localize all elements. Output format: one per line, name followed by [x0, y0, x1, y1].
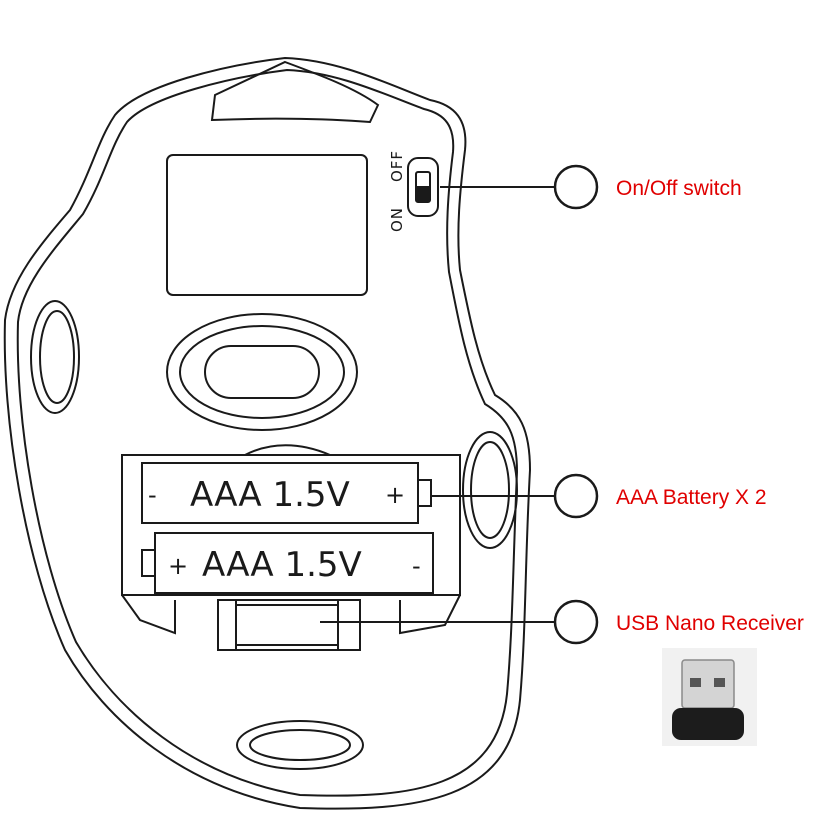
switch-on-label: ON [388, 207, 406, 232]
usb-receiver-slot [217, 599, 361, 651]
usb-receiver-body [672, 708, 744, 740]
power-switch-knob-fill [416, 186, 430, 202]
usb-receiver-plug [681, 659, 735, 709]
usb-receiver-image [662, 648, 757, 746]
optical-sensor-lens [204, 345, 320, 399]
compartment-lower-right [399, 594, 461, 635]
battery-1-label: AAA 1.5V [190, 475, 350, 515]
mouse-outline [3, 56, 532, 810]
usb-plug-hole-left [690, 678, 701, 687]
compartment-lower-left [121, 594, 176, 635]
left-side-pad [30, 300, 80, 414]
switch-off-label: OFF [388, 150, 406, 182]
callout-label-receiver: USB Nano Receiver [616, 612, 804, 635]
bottom-glide-pad-inner [249, 729, 351, 761]
left-side-pad-inner [39, 310, 75, 404]
callout-label-battery: AAA Battery X 2 [616, 486, 767, 509]
battery-2-label: AAA 1.5V [202, 545, 362, 585]
battery-compartment [121, 454, 461, 596]
callout-circle-battery [553, 473, 599, 519]
optical-sensor-middle [179, 325, 345, 419]
battery-1-right-sign: + [385, 481, 405, 509]
battery-2-right-sign: - [412, 552, 421, 580]
callout-circle-switch [553, 164, 599, 210]
usb-plug-hole-right [714, 678, 725, 687]
callout-label-switch: On/Off switch [616, 177, 742, 200]
battery-2-left-sign: + [168, 552, 188, 580]
right-side-pad-inner [470, 441, 510, 539]
optical-sensor-outer [166, 313, 358, 431]
mouse-inner-outline [16, 68, 519, 797]
sensor-window [166, 154, 368, 296]
power-switch[interactable] [407, 157, 439, 217]
callout-circle-receiver [553, 599, 599, 645]
battery-1-terminal [417, 479, 432, 507]
usb-receiver-slot-inner [235, 604, 339, 646]
battery-compartment-top-bump [244, 444, 331, 456]
bottom-glide-pad [236, 720, 364, 770]
top-triangle-button [210, 60, 380, 124]
right-side-pad [462, 431, 518, 549]
battery-1-left-sign: - [148, 481, 157, 509]
battery-2-terminal [141, 549, 156, 577]
